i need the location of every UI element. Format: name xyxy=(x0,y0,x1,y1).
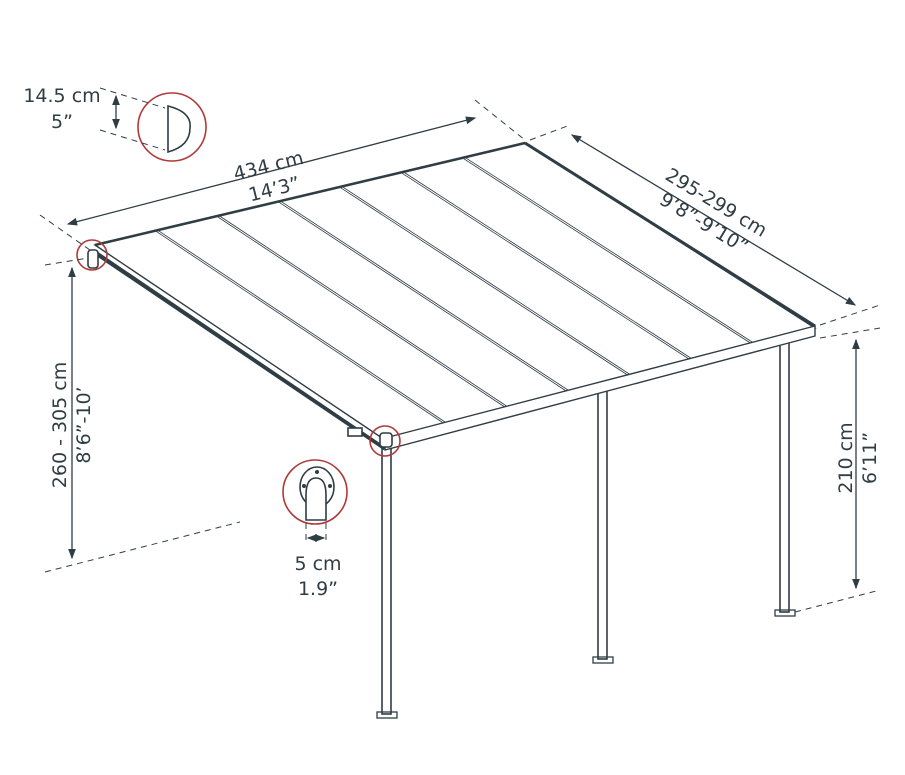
post-width-metric: 5 cm xyxy=(294,553,341,575)
wall-height-metric: 260 - 305 cm xyxy=(49,362,71,488)
post-width-imperial: 1.9” xyxy=(298,578,338,600)
dimension-lines xyxy=(39,87,881,613)
corner-connector xyxy=(379,432,393,448)
post-base xyxy=(774,609,796,617)
panel-divider xyxy=(279,200,570,393)
detail-marker-wall xyxy=(76,239,108,271)
post-connector-icon xyxy=(299,466,335,521)
post-height-metric: 210 cm xyxy=(835,422,857,493)
panel-divider xyxy=(217,215,509,409)
post-base xyxy=(592,656,614,664)
profile-height-metric: 14.5 cm xyxy=(23,85,100,107)
profile-height-imperial: 5” xyxy=(51,111,73,133)
post-base xyxy=(376,711,398,719)
wall-profile-end xyxy=(87,249,99,269)
post-detail-circle xyxy=(282,459,348,525)
detail-marker-corner xyxy=(369,425,401,457)
post-front-middle xyxy=(597,384,608,660)
side-gutter xyxy=(93,249,387,451)
post-front-right xyxy=(779,337,790,613)
post-front-left xyxy=(381,445,392,715)
post-height-imperial: 6’11” xyxy=(859,432,881,484)
panel-divider xyxy=(156,230,447,425)
wall-height-imperial: 8’6”-10’ xyxy=(73,386,95,463)
wall-bracket xyxy=(347,427,363,437)
wall-profile-icon xyxy=(167,104,191,154)
